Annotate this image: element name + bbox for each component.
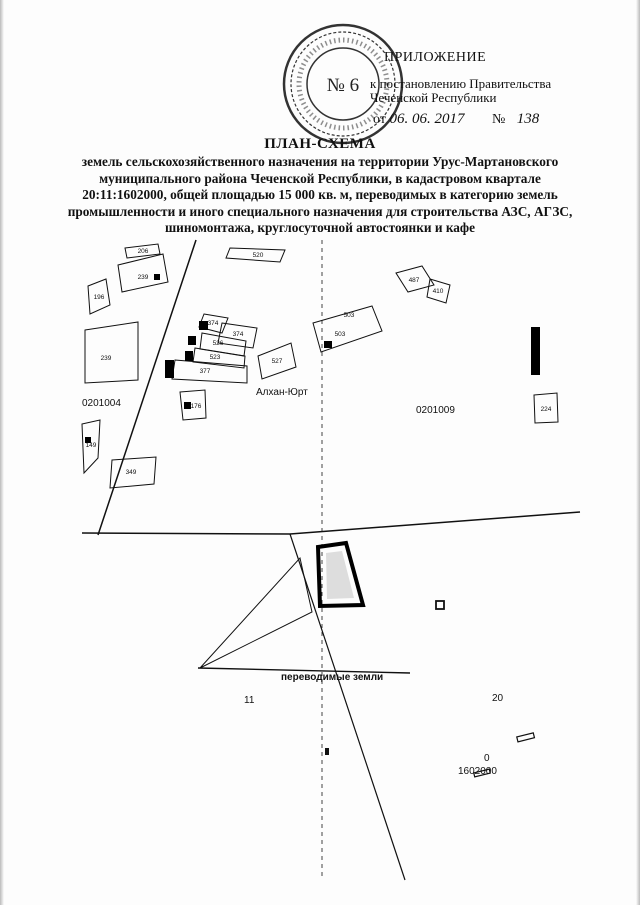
date-prefix: от xyxy=(373,112,386,127)
republic-line: Чеченской Республики xyxy=(370,90,497,105)
seal-inner-ring xyxy=(306,47,380,121)
plot-527 xyxy=(257,342,297,380)
building-marker xyxy=(185,351,193,361)
quarter-code-label: 1602000 xyxy=(458,766,497,777)
plot-label: 503 xyxy=(344,312,355,319)
plot-239 xyxy=(117,253,169,293)
plot-196 xyxy=(87,278,111,315)
plot-487 xyxy=(395,265,435,293)
small-marker xyxy=(516,732,536,743)
side-road xyxy=(97,239,197,536)
plot-224 xyxy=(533,392,559,424)
plot-label: 520 xyxy=(253,252,264,259)
plan-title: ПЛАН-СХЕМА xyxy=(264,136,376,152)
vertical-structure xyxy=(531,327,540,375)
seal-lettering-texture xyxy=(296,37,390,131)
plot-410 xyxy=(426,278,451,304)
seal-outer-ring xyxy=(282,23,404,145)
building-marker xyxy=(324,341,332,348)
plot-149 xyxy=(81,419,101,475)
block-label-right: 0201009 xyxy=(416,405,455,416)
road-southeast xyxy=(289,533,406,881)
decree-number: 138 xyxy=(516,111,540,127)
plot-label: 503 xyxy=(335,331,346,338)
building-marker xyxy=(165,360,174,378)
plot-503 xyxy=(312,305,383,353)
block-label-left: 0201004 xyxy=(82,398,121,409)
number-prefix: № xyxy=(491,112,506,127)
building-marker xyxy=(154,274,160,280)
transferred-parcel-fill xyxy=(326,551,354,599)
plot-523 xyxy=(192,347,246,369)
transferred-lands-label: переводимые земли xyxy=(281,672,383,683)
plot-520 xyxy=(225,247,286,263)
plot-label: 196 xyxy=(94,294,105,301)
building-marker xyxy=(184,402,191,409)
quarter-zero-label: 0 xyxy=(484,753,490,764)
plot-label: 176 xyxy=(191,403,202,410)
appendix-heading: ПРИЛОЖЕНИЕ xyxy=(384,50,487,65)
building-marker xyxy=(199,321,208,330)
right-scan-edge xyxy=(636,0,640,905)
building-marker xyxy=(188,336,196,345)
building-marker xyxy=(85,437,91,443)
decree-reference-line: к постановлению Правительства xyxy=(370,76,552,91)
plot-label: 374 xyxy=(208,320,219,327)
decree-date: 06. 06. 2017 xyxy=(389,111,465,127)
transferred-parcel xyxy=(315,540,366,609)
left-scan-edge xyxy=(0,0,4,905)
official-seal xyxy=(282,23,404,145)
plot-label: 523 xyxy=(210,354,221,361)
settlement-label: Алхан-Юрт xyxy=(256,387,308,398)
small-marker xyxy=(325,748,329,755)
plot-label: 239 xyxy=(101,355,112,362)
plot-label: 206 xyxy=(138,248,149,255)
region-code-label: 20 xyxy=(492,693,504,704)
plot-349 xyxy=(109,456,157,489)
district-code-label: 11 xyxy=(244,695,255,706)
field-boundary xyxy=(197,667,411,674)
plot-label: 526 xyxy=(213,340,224,347)
plan-description: земель сельскохозяйственного назначения … xyxy=(67,154,573,235)
small-marker xyxy=(473,768,491,778)
plot-176 xyxy=(179,389,207,421)
plot-label: 349 xyxy=(126,469,137,476)
decree-date-line: от 06. 06. 2017 № 138 xyxy=(373,111,539,128)
seal-text-ring xyxy=(290,31,396,137)
plot-239-west xyxy=(84,321,139,384)
seal-number: № 6 xyxy=(327,75,359,96)
plot-label: 527 xyxy=(272,358,283,365)
main-road xyxy=(81,511,581,535)
plot-label: 410 xyxy=(433,288,444,295)
plot-label: 487 xyxy=(409,277,420,284)
plot-label: 149 xyxy=(86,442,97,449)
plot-label: 377 xyxy=(200,368,211,375)
field-wedge xyxy=(199,556,313,669)
plot-206 xyxy=(124,243,161,259)
plot-label: 224 xyxy=(541,406,552,413)
plot-label: 239 xyxy=(138,274,149,281)
small-structure xyxy=(435,600,445,610)
plot-label: 374 xyxy=(233,331,244,338)
